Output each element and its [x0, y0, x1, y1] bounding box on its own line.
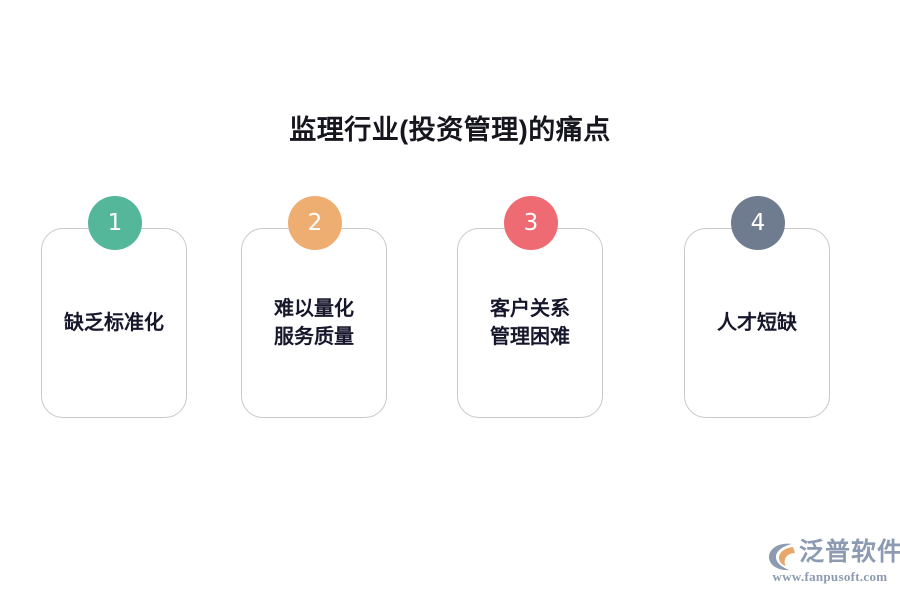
card-badge-3: 3: [504, 196, 558, 250]
fanpu-logo-icon: [766, 540, 800, 572]
pain-point-card-2[interactable]: 难以量化 服务质量 2: [241, 196, 389, 426]
card-badge-4: 4: [731, 196, 785, 250]
watermark-brand: 泛普软件: [799, 538, 900, 566]
card-outline-3: [457, 228, 603, 418]
watermark-logo: 泛普软件 www.fanpusoft.com: [766, 536, 900, 588]
card-badge-2: 2: [288, 196, 342, 250]
page-title: 监理行业(投资管理)的痛点: [289, 115, 611, 145]
card-outline-2: [241, 228, 387, 418]
pain-point-card-row: 缺乏标准化 1 难以量化 服务质量 2 客户关系 管理困难 3 人才短缺 4: [0, 196, 900, 426]
card-badge-1: 1: [88, 196, 142, 250]
card-outline-4: [684, 228, 830, 418]
card-label-1: 缺乏标准化: [64, 312, 164, 334]
card-label-2: 难以量化 服务质量: [274, 298, 354, 348]
watermark-url: www.fanpusoft.com: [772, 569, 888, 584]
pain-point-card-1[interactable]: 缺乏标准化 1: [41, 196, 189, 426]
card-label-3: 客户关系 管理困难: [490, 298, 570, 348]
pain-point-card-3[interactable]: 客户关系 管理困难 3: [457, 196, 605, 426]
card-label-4: 人才短缺: [717, 312, 797, 334]
card-outline-1: [41, 228, 187, 418]
pain-point-card-4[interactable]: 人才短缺 4: [684, 196, 832, 426]
